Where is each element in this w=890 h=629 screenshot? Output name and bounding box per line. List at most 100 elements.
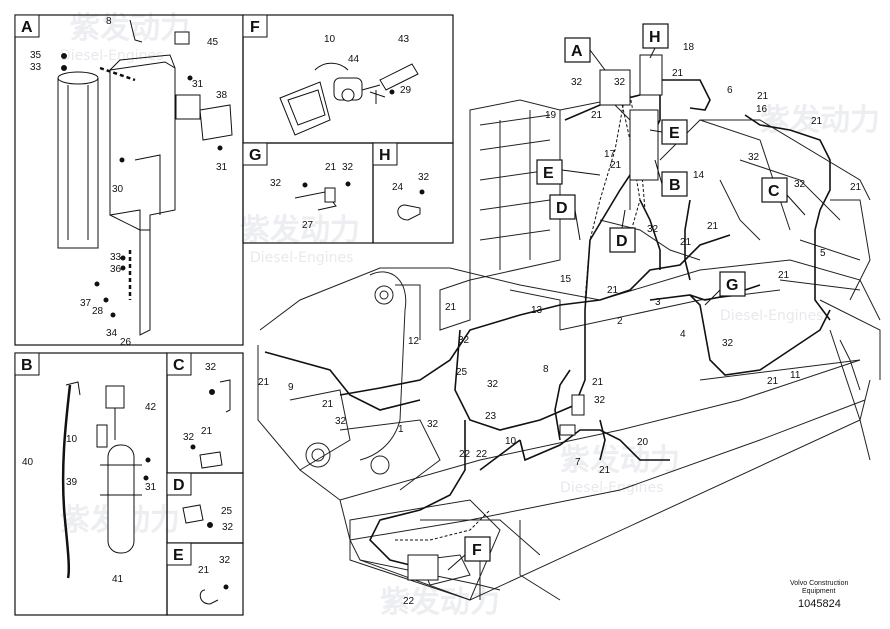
machine-frame: [257, 99, 881, 601]
footer-company-2: Equipment: [802, 588, 836, 595]
panel-D-part-32: 32: [222, 522, 234, 533]
panel-G-part-32: 32: [342, 162, 354, 173]
panel-B-drawing: [61, 381, 151, 579]
panel-E-label: E: [173, 547, 184, 564]
panel-G-part-27: 27: [302, 220, 314, 231]
panel-G-part-32: 32: [270, 178, 282, 189]
panel-H-label: H: [379, 147, 391, 164]
part-32: 32: [647, 224, 659, 235]
panel-B-label: B: [21, 357, 33, 374]
callout-G: G: [726, 277, 738, 294]
watermark-cn: 紫发动力: [240, 213, 360, 248]
part-2: 2: [617, 316, 623, 327]
panel-H-drawing: [397, 189, 425, 221]
panel-A-part-28: 28: [92, 306, 104, 317]
panel-A-part-30: 30: [112, 184, 124, 195]
panel-A-part-35: 35: [30, 50, 42, 61]
part-32: 32: [487, 379, 499, 390]
panel-A-drawing: [57, 19, 233, 336]
part-12: 12: [408, 336, 420, 347]
callout-D: D: [616, 233, 628, 250]
watermark-en: Diesel-Engines: [60, 48, 163, 64]
panel-A-part-37: 37: [80, 298, 92, 309]
part-21: 21: [591, 110, 603, 121]
panel-A-part-33: 33: [110, 252, 122, 263]
part-21: 21: [707, 221, 719, 232]
panel-A-part-31: 31: [216, 162, 228, 173]
panel-labels: A B C D E F G H: [14, 14, 398, 566]
part-5: 5: [820, 248, 826, 259]
part-18: 18: [683, 42, 695, 53]
watermark-en: Diesel-Engines: [250, 250, 353, 266]
watermark-en: Diesel-Engines: [720, 308, 823, 324]
panel-F-part-10: 10: [324, 34, 336, 45]
part-21: 21: [599, 465, 611, 476]
callout-E: E: [543, 165, 554, 182]
panel-A-part-26: 26: [120, 337, 132, 348]
part-17: 17: [604, 149, 616, 160]
panel-B-part-40: 40: [22, 457, 34, 468]
main-components: [407, 54, 663, 581]
panel-A-part-34: 34: [106, 328, 118, 339]
part-23: 23: [485, 411, 497, 422]
watermark-cn: 紫发动力: [70, 11, 190, 46]
main-callouts: A H E B C D D E G F: [447, 23, 806, 571]
part-32: 32: [571, 77, 583, 88]
detail-panels: [14, 14, 454, 616]
panel-B-part-31: 31: [145, 482, 157, 493]
panel-F-drawing: [279, 62, 419, 136]
panel-A-part-38: 38: [216, 90, 228, 101]
part-32: 32: [594, 395, 606, 406]
part-21: 21: [778, 270, 790, 281]
part-32: 32: [722, 338, 734, 349]
panel-B-part-10: 10: [66, 434, 78, 445]
watermark-en: Diesel-Engines: [560, 480, 663, 496]
panel-A-part-45: 45: [207, 37, 219, 48]
callout-E: E: [669, 125, 680, 142]
part-19: 19: [545, 110, 557, 121]
callout-H: H: [649, 29, 661, 46]
part-10: 10: [505, 436, 517, 447]
part-21: 21: [757, 91, 769, 102]
part-16: 16: [756, 104, 768, 115]
callout-F: F: [472, 542, 482, 559]
part-6: 6: [727, 85, 733, 96]
part-32: 32: [614, 77, 626, 88]
panel-B-part-41: 41: [112, 574, 124, 585]
panel-E-part-21: 21: [198, 565, 210, 576]
panel-C-label: C: [173, 357, 185, 374]
panel-A-part-8: 8: [106, 16, 112, 27]
part-20: 20: [637, 437, 649, 448]
panel-C-part-21: 21: [201, 426, 213, 437]
panel-G-part-21: 21: [325, 162, 337, 173]
watermark: 紫发动力 Diesel-Engines 紫发动力 Diesel-Engines …: [60, 11, 880, 620]
panel-F-part-44: 44: [348, 54, 360, 65]
part-21: 21: [607, 285, 619, 296]
callout-D: D: [556, 200, 568, 217]
panel-C-part-32: 32: [183, 432, 195, 443]
panel-B-part-39: 39: [66, 477, 78, 488]
panel-D-part-25: 25: [221, 506, 233, 517]
part-8: 8: [543, 364, 549, 375]
panel-A-part-36: 36: [110, 264, 122, 275]
part-22: 22: [403, 596, 415, 607]
part-21: 21: [850, 182, 862, 193]
panel-H-part-32: 32: [418, 172, 430, 183]
panel-C-part-32: 32: [205, 362, 217, 373]
part-21: 21: [767, 376, 779, 387]
panel-H-part-24: 24: [392, 182, 404, 193]
part-21: 21: [322, 399, 334, 410]
panel-G-drawing: [294, 181, 351, 211]
footer-company: Volvo Construction: [790, 580, 848, 587]
panel-F-label: F: [250, 19, 260, 36]
panel-F-part-43: 43: [398, 34, 410, 45]
part-32: 32: [748, 152, 760, 163]
callout-B: B: [669, 177, 681, 194]
part-4: 4: [680, 329, 686, 340]
panel-E-part-32: 32: [219, 555, 231, 566]
part-21: 21: [672, 68, 684, 79]
part-22: 22: [476, 449, 488, 460]
